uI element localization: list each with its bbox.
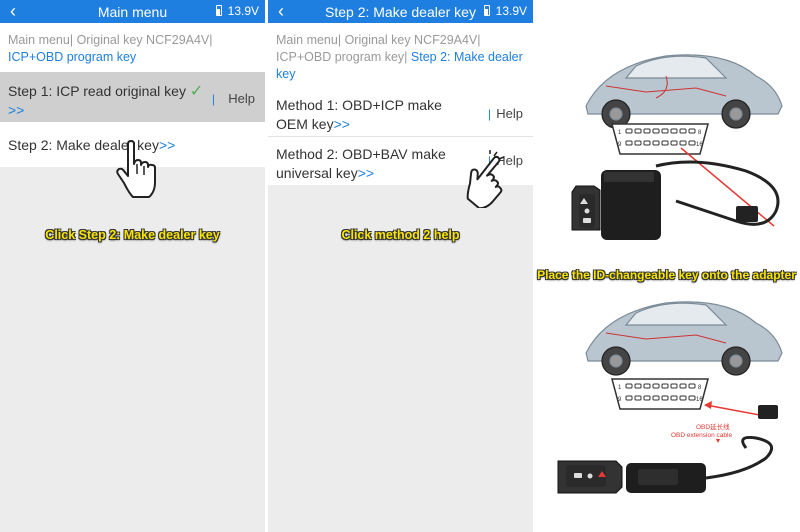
pointing-hand-icon bbox=[466, 150, 505, 208]
check-icon: ✓ bbox=[189, 83, 204, 100]
back-arrow-icon[interactable]: ‹ bbox=[278, 1, 284, 21]
pin-label: 9 bbox=[618, 397, 622, 403]
key-fob-illustration bbox=[571, 185, 601, 231]
method1-line2: OEM key bbox=[276, 116, 334, 132]
pin-label: 8 bbox=[698, 385, 702, 391]
pin-label: 16 bbox=[696, 142, 703, 148]
breadcrumb-separator: | bbox=[477, 33, 481, 47]
breadcrumb-item-current: ICP+OBD program key bbox=[8, 50, 137, 64]
method2-line1: Method 2: OBD+BAV make bbox=[276, 146, 446, 162]
car-illustration bbox=[585, 301, 783, 376]
method1-arrows: >> bbox=[333, 116, 350, 132]
separator: | bbox=[211, 92, 215, 106]
separator: | bbox=[487, 107, 491, 121]
instruction-caption: Click method 2 help bbox=[341, 228, 460, 242]
step1-arrows: >> bbox=[8, 102, 25, 118]
car-obd-diagram-top: 1 8 9 16 bbox=[546, 36, 788, 244]
breadcrumb-item-original-key[interactable]: Original key NCF29A4V bbox=[344, 33, 478, 47]
screen-main-menu: ‹ Main menu 13.9V Main menu| Original ke… bbox=[0, 0, 265, 532]
obd-port-illustration: 1 8 9 16 bbox=[611, 123, 709, 155]
obd-plug bbox=[758, 405, 778, 419]
help-link[interactable]: Help bbox=[228, 91, 255, 106]
step1-label: Step 1: ICP read original key bbox=[8, 83, 186, 99]
breadcrumb-item-original-key[interactable]: Original key NCF29A4V bbox=[76, 33, 210, 47]
separator: | bbox=[487, 154, 491, 168]
screen-make-dealer-key: ‹ Step 2: Make dealer key 13.9V Main men… bbox=[268, 0, 533, 532]
cable-label-cn: OBD延长线 bbox=[696, 422, 730, 431]
breadcrumb-separator: | bbox=[209, 33, 213, 47]
pin-label: 1 bbox=[618, 130, 622, 136]
battery-voltage: 13.9V bbox=[227, 4, 259, 18]
pin-label: 9 bbox=[618, 142, 622, 148]
battery-indicator: 13.9V bbox=[483, 4, 527, 18]
breadcrumb-separator: | bbox=[337, 33, 342, 47]
pin-label: 16 bbox=[696, 397, 703, 403]
page-title: Main menu bbox=[97, 4, 168, 20]
extension-cable bbox=[705, 436, 774, 480]
instruction-caption: Place the ID-changeable key onto the ada… bbox=[537, 268, 796, 282]
breadcrumb-item-current: Step 2: Make dealer key bbox=[276, 50, 523, 81]
instruction-illustration-panel: 1 8 9 16 Place the ID-changeable key ont… bbox=[533, 0, 800, 532]
menu-item-step1[interactable]: Step 1: ICP read original key ✓ >> | Hel… bbox=[0, 72, 265, 122]
obd-port-illustration: 1 8 9 16 bbox=[611, 378, 709, 410]
car-obd-diagram-bottom: 1 8 9 16 OBD延长线 OBD extension cable bbox=[546, 293, 788, 501]
back-arrow-icon[interactable]: ‹ bbox=[10, 1, 16, 21]
battery-icon bbox=[215, 5, 222, 16]
page-title: Step 2: Make dealer key bbox=[325, 4, 476, 20]
battery-voltage: 13.9V bbox=[495, 4, 527, 18]
breadcrumb-item-main-menu[interactable]: Main menu bbox=[8, 33, 70, 47]
method1-line1: Method 1: OBD+ICP make bbox=[276, 97, 442, 113]
menu-item-method1[interactable]: Method 1: OBD+ICP make OEM key>> | Help bbox=[268, 89, 533, 137]
breadcrumb-item-main-menu[interactable]: Main menu bbox=[276, 33, 338, 47]
pointing-hand-icon bbox=[116, 140, 156, 198]
cable-label-en: OBD extension cable bbox=[671, 432, 732, 439]
breadcrumb-item-icp-obd[interactable]: ICP+OBD program key bbox=[276, 50, 405, 64]
breadcrumb: Main menu| Original key NCF29A4V| ICP+OB… bbox=[268, 23, 533, 89]
battery-icon bbox=[483, 5, 490, 16]
method2-arrows: >> bbox=[357, 165, 375, 181]
method2-line2: universal key bbox=[276, 165, 358, 181]
help-link[interactable]: Help bbox=[496, 106, 523, 121]
pin-label: 8 bbox=[698, 130, 702, 136]
top-bar: ‹ Step 2: Make dealer key 13.9V bbox=[268, 0, 533, 23]
instruction-caption: Click Step 2: Make dealer key bbox=[45, 228, 220, 242]
battery-indicator: 13.9V bbox=[215, 4, 259, 18]
key-fob-illustration bbox=[557, 460, 623, 494]
obd-plug bbox=[736, 206, 758, 222]
breadcrumb-separator: | bbox=[404, 50, 408, 64]
pin-label: 1 bbox=[618, 385, 622, 391]
obd-cable bbox=[655, 160, 780, 226]
adapter-device bbox=[601, 170, 661, 240]
step2-arrows: >> bbox=[158, 137, 176, 153]
breadcrumb-separator: | bbox=[69, 33, 74, 47]
breadcrumb: Main menu| Original key NCF29A4V| ICP+OB… bbox=[0, 23, 265, 72]
step2-label: Step 2: Make dealer key bbox=[8, 137, 159, 153]
top-bar: ‹ Main menu 13.9V bbox=[0, 0, 265, 23]
